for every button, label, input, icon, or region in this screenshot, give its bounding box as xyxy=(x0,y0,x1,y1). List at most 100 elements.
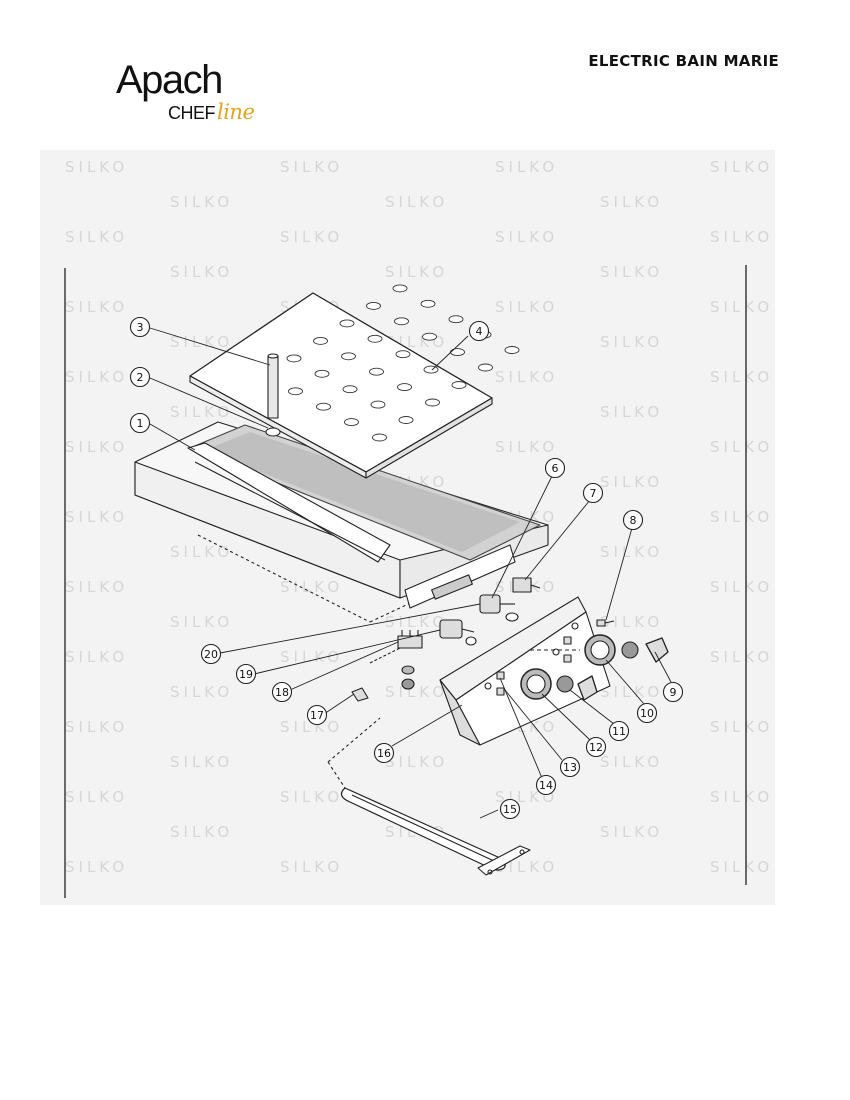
watermark-text: SILKO xyxy=(710,298,773,316)
watermark-text: SILKO xyxy=(170,263,233,281)
part-9-knob-upper xyxy=(645,637,669,663)
lid-hole xyxy=(366,301,381,310)
part-10-bezel-upper xyxy=(584,634,616,666)
lid-hole xyxy=(425,398,440,407)
document-title: ELECTRIC BAIN MARIE xyxy=(588,52,779,70)
watermark-text: SILKO xyxy=(170,193,233,211)
callout-label: 17 xyxy=(310,709,324,722)
watermark-text: SILKO xyxy=(710,578,773,596)
lid-hole xyxy=(372,433,387,442)
watermark-text: SILKO xyxy=(710,788,773,806)
brand-sub-script: line xyxy=(217,100,255,124)
callout-part-4: 4 xyxy=(468,320,490,342)
lid-hole xyxy=(342,385,358,394)
part-20-thermostat xyxy=(439,619,475,639)
callout-part-6: 6 xyxy=(544,457,566,479)
callout-label: 11 xyxy=(612,725,626,738)
watermark-text: SILKO xyxy=(710,648,773,666)
watermark-text: SILKO xyxy=(65,508,128,526)
tank-bracket xyxy=(404,544,516,609)
part-11-knob-lower xyxy=(577,675,598,701)
watermark-text: SILKO xyxy=(170,823,233,841)
watermark-text: SILKO xyxy=(710,508,773,526)
lid-hole xyxy=(344,418,359,427)
watermark-text: SILKO xyxy=(495,368,558,386)
watermark-text: SILKO xyxy=(385,263,448,281)
callout-part-3: 3 xyxy=(129,316,151,338)
lid-hole xyxy=(420,299,436,308)
callout-label: 18 xyxy=(275,686,289,699)
lid-hole xyxy=(478,363,493,372)
watermark-text: SILKO xyxy=(600,683,663,701)
watermark-text: SILKO xyxy=(65,578,128,596)
callout-part-19: 19 xyxy=(235,663,257,685)
callout-label: 3 xyxy=(137,321,144,334)
callout-part-10: 10 xyxy=(636,702,658,724)
watermark-text: SILKO xyxy=(710,158,773,176)
watermark-text: SILKO xyxy=(65,228,128,246)
callout-part-8: 8 xyxy=(622,509,644,531)
watermark-text: SILKO xyxy=(710,438,773,456)
callout-part-2: 2 xyxy=(129,366,151,388)
watermark-text: SILKO xyxy=(65,648,128,666)
watermark-text: SILKO xyxy=(600,543,663,561)
lid-hole xyxy=(341,352,356,361)
callout-label: 8 xyxy=(630,514,637,527)
brand-subline: CHEFline xyxy=(168,100,255,124)
lid-hole xyxy=(369,367,384,376)
lid-hole xyxy=(394,317,409,326)
part-2-washer xyxy=(265,427,281,437)
watermark-text: SILKO xyxy=(65,788,128,806)
callout-label: 15 xyxy=(503,803,517,816)
watermark-text: SILKO xyxy=(600,403,663,421)
lid-hole xyxy=(398,416,414,424)
watermark-text: SILKO xyxy=(65,158,128,176)
watermark-text: SILKO xyxy=(65,718,128,736)
callout-part-16: 16 xyxy=(373,742,395,764)
lid-hole xyxy=(316,402,331,411)
callout-label: 13 xyxy=(563,761,577,774)
part-15-heating-element xyxy=(327,717,531,876)
part-12-bezel-lower xyxy=(520,668,552,700)
brand-name: Apach xyxy=(116,58,223,102)
watermark-text: SILKO xyxy=(170,333,233,351)
callout-label: 20 xyxy=(204,648,218,661)
part-3-rod xyxy=(267,353,279,419)
part-17-clip xyxy=(351,687,369,702)
callout-part-20: 20 xyxy=(200,643,222,665)
watermark-text: SILKO xyxy=(710,228,773,246)
callout-label: 16 xyxy=(377,747,391,760)
watermark-text: SILKO xyxy=(170,753,233,771)
callout-label: 7 xyxy=(590,487,597,500)
lid-hole xyxy=(339,319,355,328)
lid-hole xyxy=(397,383,412,392)
watermark-text: SILKO xyxy=(65,298,128,316)
callout-label: 12 xyxy=(589,741,603,754)
lid-hole xyxy=(395,350,411,359)
part-19-ring xyxy=(465,636,477,646)
watermark-text: SILKO xyxy=(170,543,233,561)
callout-label: 9 xyxy=(670,686,677,699)
lid-hole xyxy=(451,381,467,389)
watermark-text: SILKO xyxy=(280,718,343,736)
callout-label: 2 xyxy=(137,371,144,384)
lid-hole xyxy=(370,400,386,409)
part-7-switch xyxy=(512,577,541,593)
lid-hole xyxy=(286,354,302,363)
callout-label: 6 xyxy=(552,462,559,475)
lid-hole xyxy=(450,348,465,357)
watermark-text: SILKO xyxy=(495,158,558,176)
watermark-text: SILKO xyxy=(600,753,663,771)
callout-label: 1 xyxy=(137,417,144,430)
watermark-text: SILKO xyxy=(710,368,773,386)
watermark-text: SILKO xyxy=(495,298,558,316)
callout-part-13: 13 xyxy=(559,756,581,778)
lid-hole xyxy=(448,315,464,324)
callout-part-12: 12 xyxy=(585,736,607,758)
callout-part-17: 17 xyxy=(306,704,328,726)
brand-sub: CHEF xyxy=(168,103,216,123)
callout-part-14: 14 xyxy=(535,774,557,796)
apach-chefline-logo: Apach CHEFline xyxy=(116,58,286,128)
part-4-perforated-lid xyxy=(189,284,520,479)
